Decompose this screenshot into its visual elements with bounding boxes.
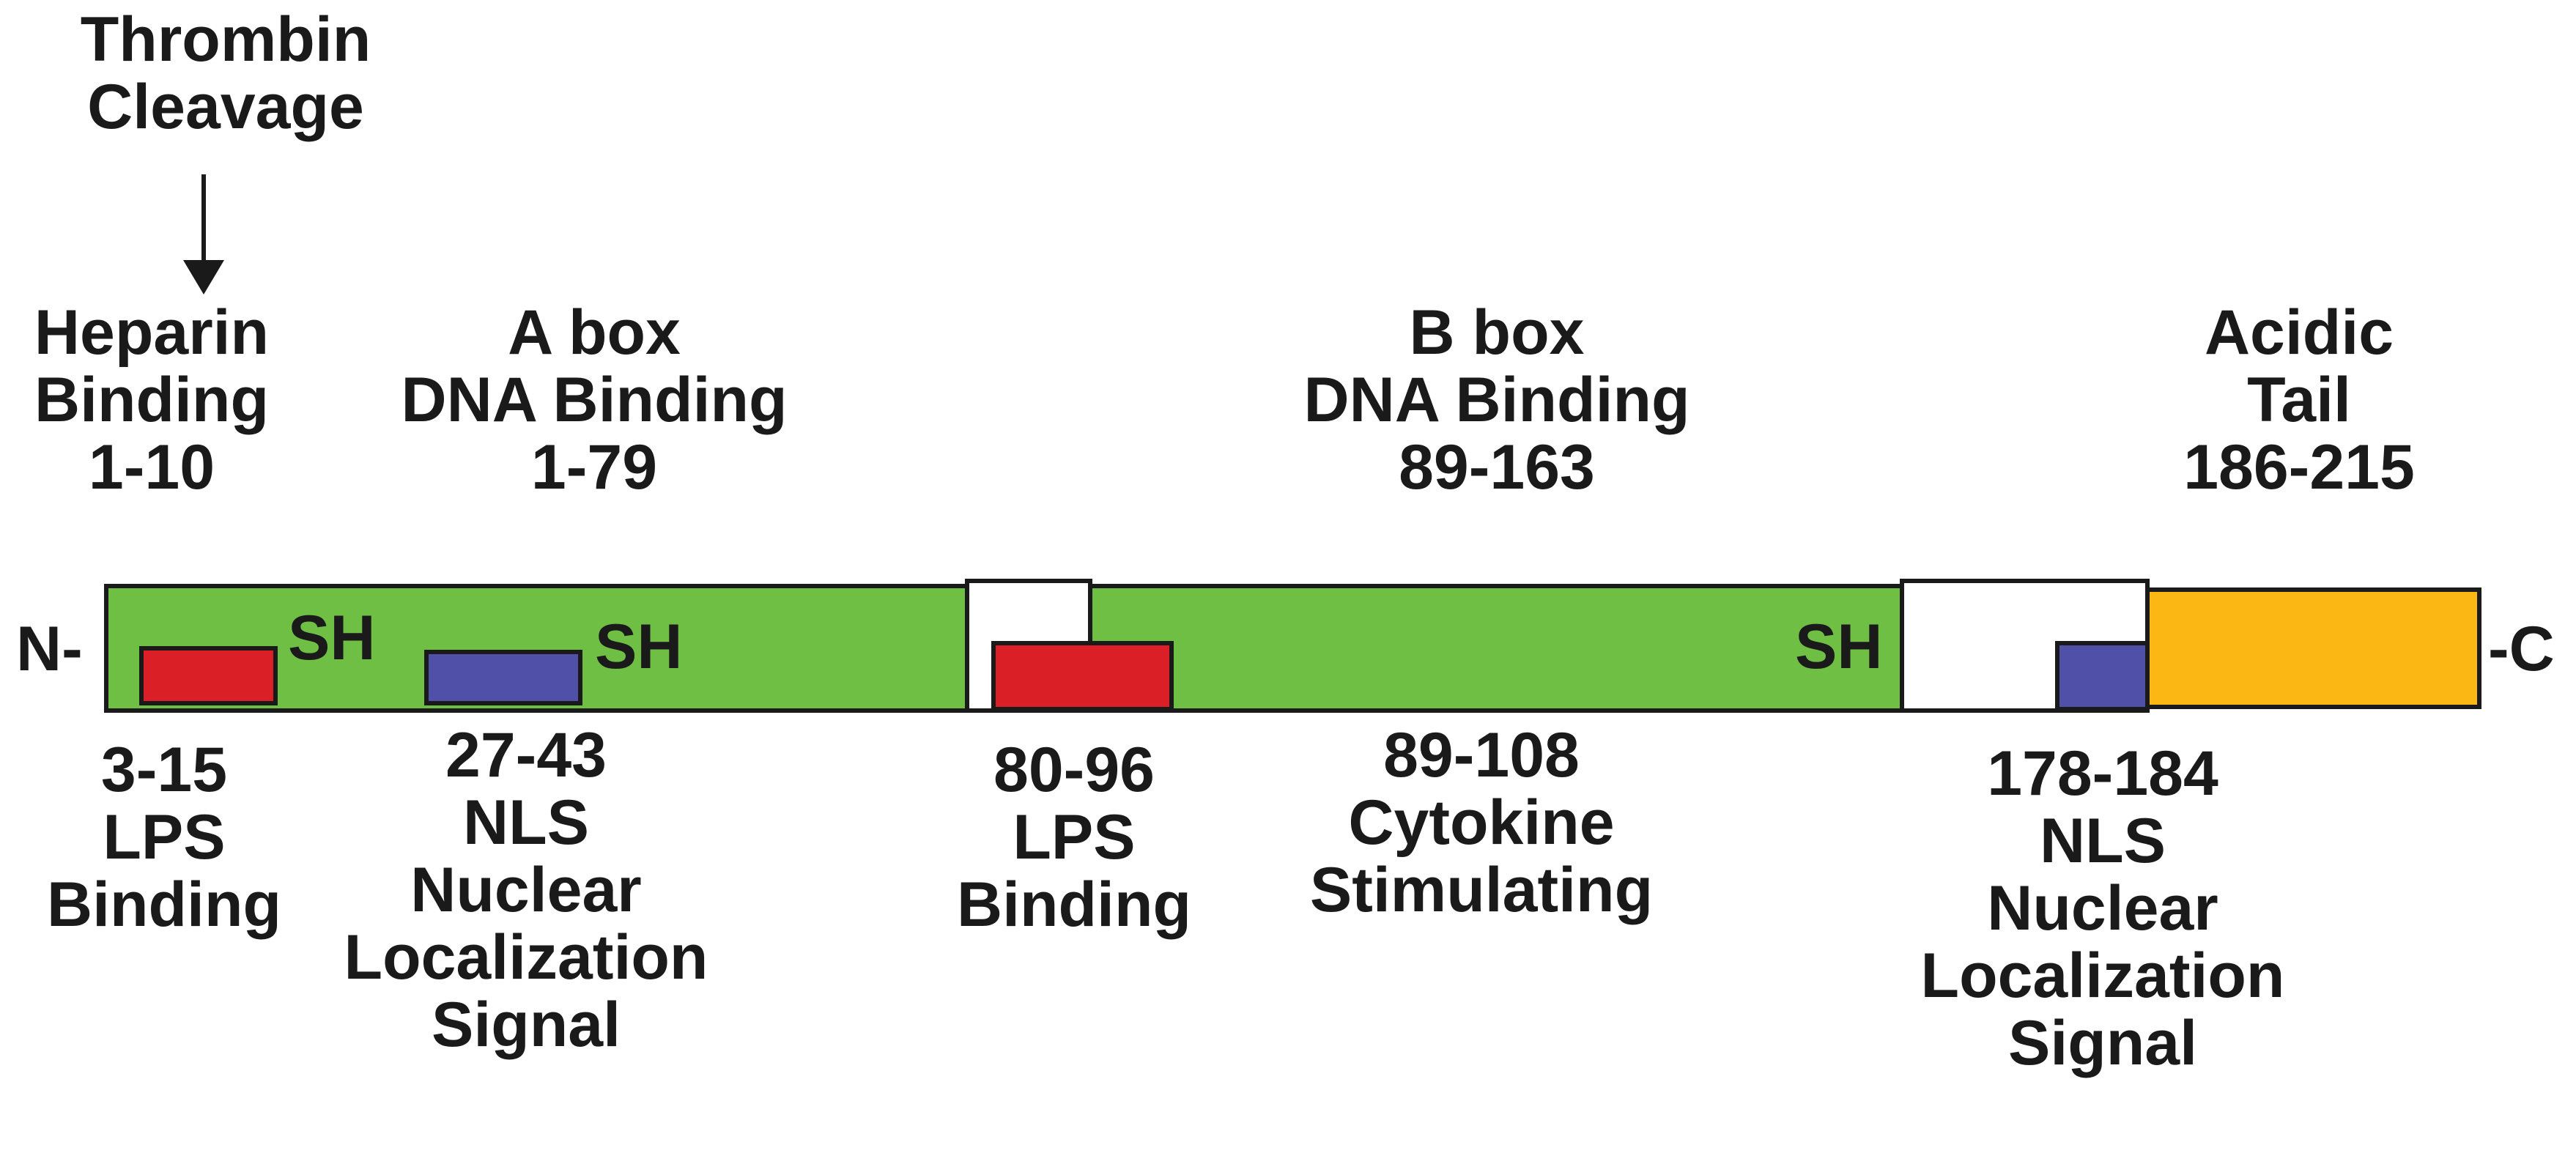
lps-binding-2-label: 80-96 LPS Binding (956, 735, 1192, 940)
sh-marker-1: SH (288, 603, 376, 673)
lps-binding-1-label: 3-15 LPS Binding (46, 735, 282, 940)
thrombin-cleavage-label: Thrombin Cleavage (80, 4, 371, 142)
down-arrow-icon (183, 174, 224, 294)
heparin-binding-label: Heparin Binding 1-10 (34, 297, 270, 503)
nls-motif-2 (2055, 641, 2150, 711)
a-box-label: A box DNA Binding 1-79 (401, 297, 788, 503)
nls-1-label: 27-43 NLS Nuclear Localization Signal (344, 720, 708, 1060)
cytokine-stimulating-label: 89-108 Cytokine Stimulating (1309, 720, 1654, 925)
n-terminus-label: N- (16, 614, 83, 684)
lps-binding-motif-2 (991, 641, 1174, 711)
lps-binding-motif-1 (139, 646, 278, 705)
acidic-tail-label: Acidic Tail 186-215 (2183, 297, 2415, 503)
nls-motif-1 (424, 650, 582, 705)
nls-2-label: 178-184 NLS Nuclear Localization Signal (1920, 738, 2285, 1078)
sh-marker-3: SH (1795, 612, 1883, 682)
b-box-domain-bar (1088, 584, 1904, 713)
c-terminus-label: -C (2488, 614, 2555, 684)
acidic-tail-bar (2145, 588, 2481, 709)
sh-marker-2: SH (595, 612, 683, 682)
b-box-label: B box DNA Binding 89-163 (1303, 297, 1690, 503)
